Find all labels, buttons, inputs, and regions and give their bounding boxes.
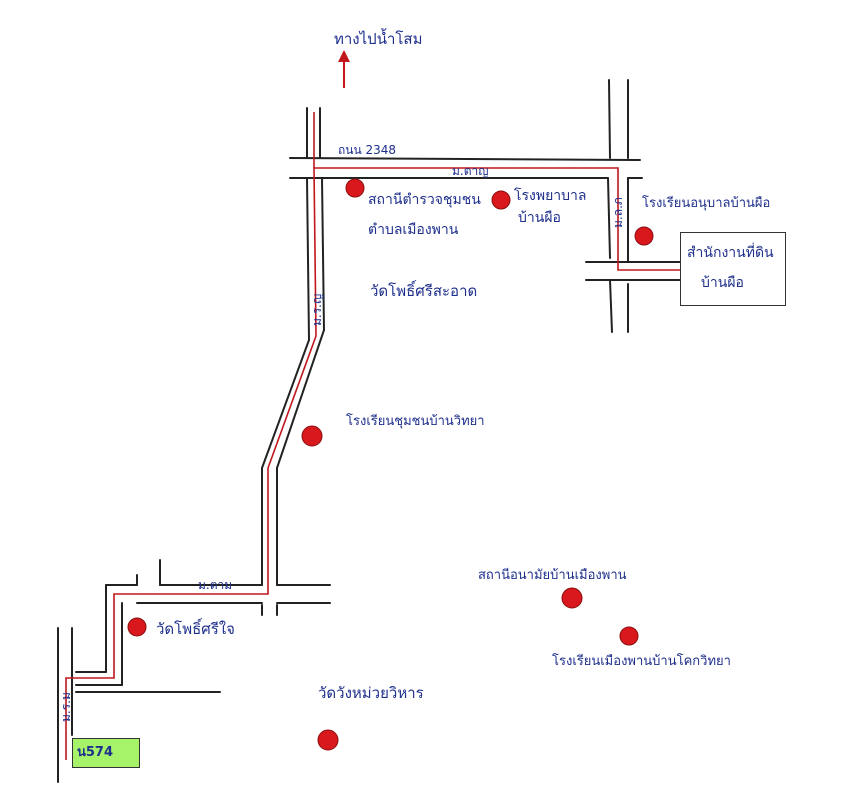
label-wat-wanmai: วัดวังหม่วยวิหาร	[318, 684, 424, 702]
label-sao-line1: สถานีตำรวจชุมชน	[368, 192, 481, 208]
direction-label: ทางไปน้ำโสม	[334, 30, 423, 48]
road-edge	[276, 329, 325, 469]
direction-arrowhead	[338, 50, 350, 62]
road-edge	[306, 177, 310, 341]
label-health-center: สถานีอนามัยบ้านเมืองพาน	[478, 568, 627, 583]
start-badge: น574	[72, 738, 140, 768]
label-sao-line2: ตำบลเมืองพาน	[368, 222, 459, 238]
pin-kindergarten	[634, 226, 654, 246]
label-land-office-line2: บ้านผือ	[701, 275, 744, 291]
label-school-chumchon: โรงเรียนชุมชนบ้านวิทยา	[346, 414, 485, 429]
label-hospital-line2: บ้านผือ	[518, 210, 561, 226]
route-line	[65, 167, 680, 760]
land-office-box: สำนักงานที่ดิน บ้านผือ	[680, 232, 786, 306]
road-label-lower: ม.ตาม	[198, 578, 233, 592]
road-edge	[261, 339, 310, 469]
pin-hospital	[491, 190, 511, 210]
pin-wat-phosi-lower	[127, 617, 147, 637]
label-kindergarten: โรงเรียนอนุบาลบ้านผือ	[642, 196, 771, 211]
pin-school-meuang	[619, 626, 639, 646]
pin-school-chumchon	[301, 425, 323, 447]
pin-sao	[345, 178, 365, 198]
road-edge	[609, 279, 613, 333]
road-label-left-vertical: ม.ร.ม	[59, 692, 73, 722]
label-wat-phosi-lower: วัดโพธิ์ศรีใจ	[156, 620, 235, 638]
road-edge	[321, 177, 325, 331]
label-land-office-line1: สำนักงานที่ดิน	[687, 245, 774, 261]
pin-wat-wanmai	[317, 729, 339, 751]
road-edge	[607, 177, 611, 259]
road-label-top-seg: ม.ตาญ	[452, 164, 489, 178]
label-school-meuang: โรงเรียนเมืองพานบ้านโคกวิทยา	[552, 654, 731, 669]
road-edge	[608, 79, 611, 159]
road-label-right-vertical: ม.ล.ภ	[611, 197, 625, 228]
label-wat-phosi-upper: วัดโพธิ์ศรีสะอาด	[370, 282, 478, 300]
road-label-center-vertical: ม.ร.ญ	[310, 293, 324, 326]
label-hospital-line1: โรงพยาบาล	[514, 188, 587, 204]
road-label-highway: ถนน 2348	[338, 143, 397, 157]
road-edge	[289, 157, 641, 161]
pin-health-center	[561, 587, 583, 609]
